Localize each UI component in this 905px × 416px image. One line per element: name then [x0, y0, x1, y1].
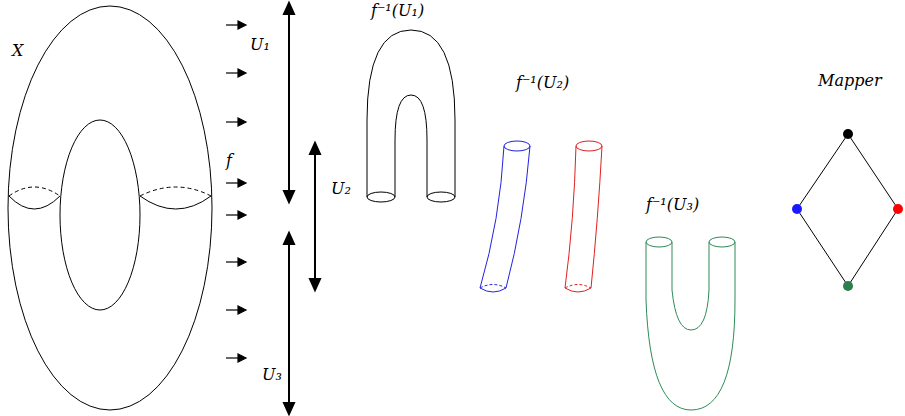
torus — [8, 6, 212, 410]
interval-name: U₁ — [250, 36, 270, 54]
preimage-u1 — [367, 30, 455, 202]
mapper-graph — [792, 129, 903, 291]
map-arrows — [226, 21, 246, 362]
preimage-label: f⁻¹(U₂) — [516, 74, 569, 92]
preimage-u2-red — [565, 141, 602, 292]
cover-intervals — [284, 3, 320, 414]
preimage-label: f⁻¹(U₃) — [646, 196, 699, 214]
interval-name: U₂ — [331, 180, 351, 198]
map-name: f — [226, 152, 232, 170]
space-name: X — [12, 42, 23, 60]
preimage-u2-blue — [480, 141, 530, 292]
preimage-u3 — [646, 237, 735, 410]
graph-title: Mapper — [818, 72, 882, 90]
interval-name: U₃ — [262, 366, 282, 384]
preimage-label: f⁻¹(U₁) — [371, 2, 424, 20]
